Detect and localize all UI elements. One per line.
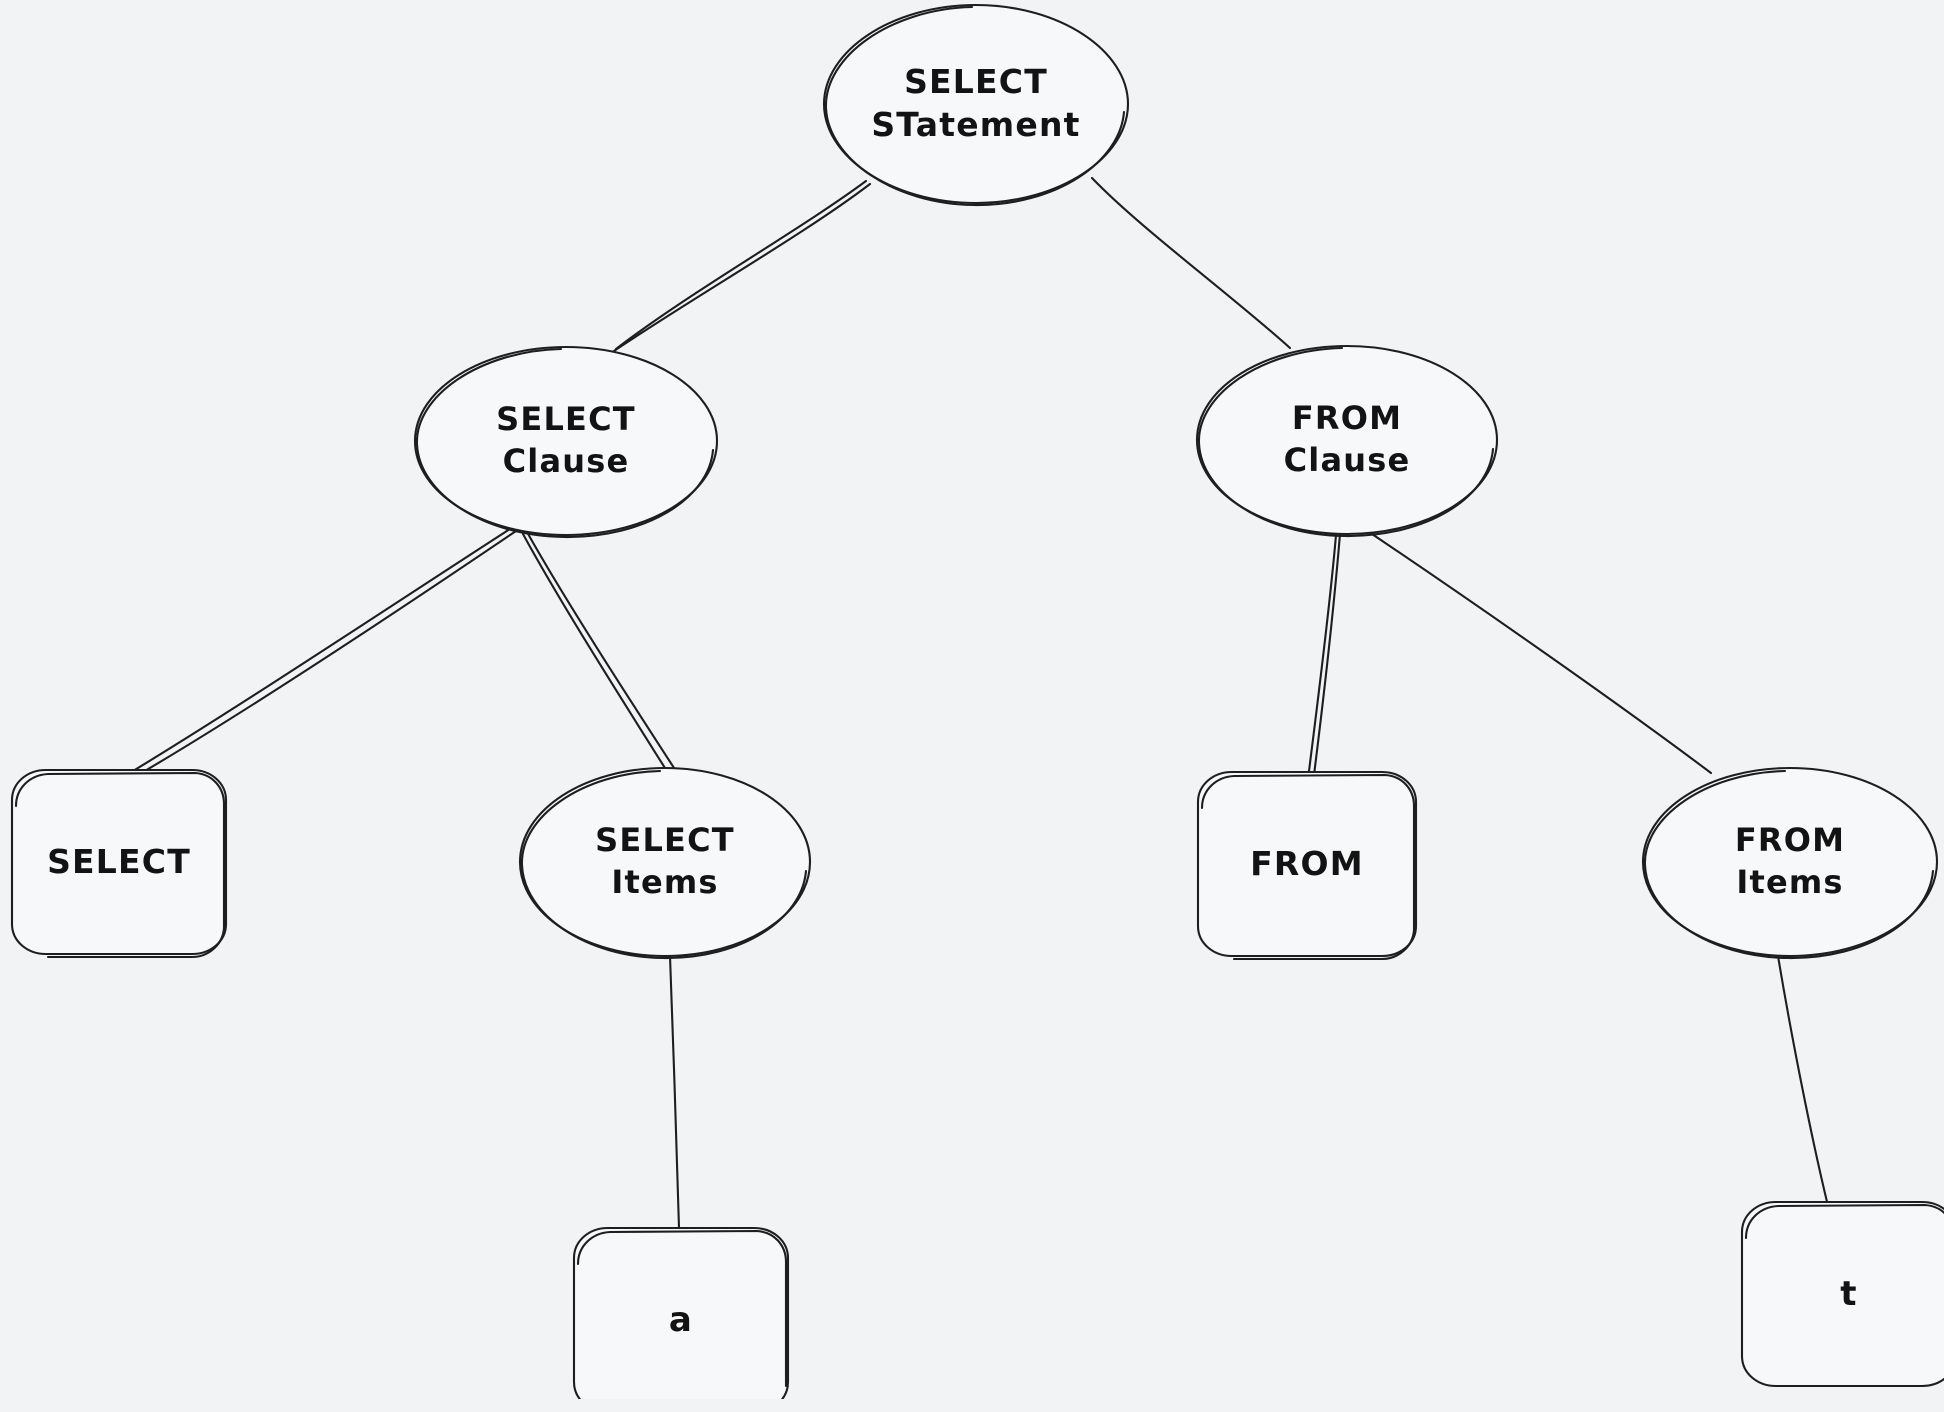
edge-fromclause-from bbox=[1307, 532, 1342, 777]
edge-fromclause-items bbox=[1367, 530, 1713, 775]
edge-layer bbox=[131, 176, 1830, 1230]
node-select-statement[interactable] bbox=[822, 3, 1130, 207]
edge-fromitems-t bbox=[1776, 954, 1830, 1208]
edge-selclause-select bbox=[131, 525, 518, 777]
edge-selclause-items bbox=[521, 530, 678, 778]
edge-stmt-from-clause bbox=[1090, 176, 1292, 350]
node-value-t[interactable] bbox=[1740, 1200, 1944, 1388]
node-from-terminal[interactable] bbox=[1196, 770, 1418, 961]
node-value-a[interactable] bbox=[572, 1226, 790, 1399]
node-select-terminal[interactable] bbox=[10, 768, 228, 959]
node-from-items[interactable] bbox=[1641, 766, 1939, 960]
node-from-clause[interactable] bbox=[1195, 344, 1499, 538]
node-select-items[interactable] bbox=[518, 766, 812, 960]
node-select-clause[interactable] bbox=[413, 345, 719, 539]
edge-stmt-select-clause bbox=[609, 179, 872, 355]
edge-selitems-a bbox=[668, 954, 681, 1230]
node-layer bbox=[10, 3, 1944, 1399]
